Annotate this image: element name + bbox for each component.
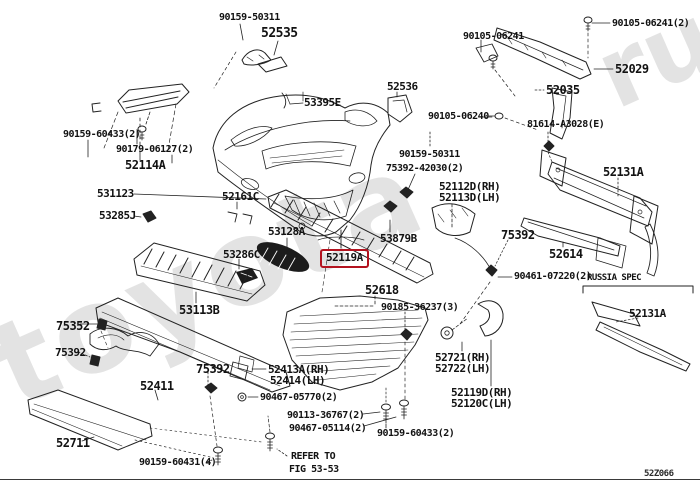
part-label-90461-07220[interactable]: 90461-07220(2) xyxy=(514,271,592,282)
side-support-52112d-drawing xyxy=(383,131,492,271)
part-label-52413a[interactable]: 52413A(RH) xyxy=(268,363,330,376)
bumper-cover-drawing xyxy=(212,91,391,237)
part-label-52618[interactable]: 52618 xyxy=(365,283,399,297)
part-label-53879b[interactable]: 53879B xyxy=(380,232,417,245)
under-cover-52618-drawing xyxy=(282,239,429,401)
part-label-75352[interactable]: 75352 xyxy=(56,319,90,333)
headlamp-support-drawing xyxy=(475,16,614,140)
part-label-52113d[interactable]: 52113D(LH) xyxy=(439,191,501,204)
part-label-52722[interactable]: 52722(LH) xyxy=(435,362,491,375)
valance-52411-drawing xyxy=(89,297,291,402)
retainer-52535-drawing xyxy=(213,23,288,89)
part-label-52114a[interactable]: 52114A xyxy=(125,158,166,172)
part-label-52120c[interactable]: 52120C(LH) xyxy=(451,397,513,410)
part-label-531123[interactable]: 531123 xyxy=(97,187,134,200)
part-label-90159-50311-top[interactable]: 90159-50311 xyxy=(219,12,280,23)
part-label-52131a-russia[interactable]: 52131A xyxy=(629,307,666,320)
grille-53113b-drawing xyxy=(133,242,266,304)
part-label-53113b[interactable]: 53113B xyxy=(179,303,220,317)
part-label-90467-05770[interactable]: 90467-05770(2) xyxy=(260,392,338,403)
part-label-52131a-main[interactable]: 52131A xyxy=(603,165,644,179)
part-label-russia-spec[interactable]: RUSSIA SPEC xyxy=(587,273,642,283)
part-label-90105-06241-2[interactable]: 90105-06241(2) xyxy=(612,18,690,29)
part-label-52711[interactable]: 52711 xyxy=(56,436,90,450)
seal-53395e-drawing xyxy=(281,92,304,109)
russia-spec-section-drawing xyxy=(582,285,694,372)
part-label-90105-06240[interactable]: 90105-06240 xyxy=(428,111,489,122)
bracket-52536-drawing xyxy=(387,91,413,123)
absorber-52614-drawing xyxy=(459,217,627,325)
part-label-90159-60433-bc[interactable]: 90159-60433(2) xyxy=(377,428,455,439)
fog-cover-52721-drawing xyxy=(440,300,504,387)
part-label-75392-42030[interactable]: 75392-42030(2) xyxy=(386,163,464,174)
reinforcement-52131a-drawing xyxy=(539,149,659,277)
part-label-90467-05114[interactable]: 90467-05114(2) xyxy=(289,423,367,434)
part-label-52112d[interactable]: 52112D(RH) xyxy=(439,180,501,193)
part-label-90113-36767[interactable]: 90113-36767(2) xyxy=(287,410,365,421)
spoiler-52711-drawing xyxy=(27,389,263,458)
part-label-52535[interactable]: 52535 xyxy=(261,26,298,41)
grille-531123-drawing xyxy=(133,189,434,284)
part-label-90159-50311-mid[interactable]: 90159-50311 xyxy=(399,149,460,160)
part-label-53285j[interactable]: 53285J xyxy=(99,209,136,222)
part-label-52035[interactable]: 52035 xyxy=(546,83,580,97)
clip-81614-drawing xyxy=(543,131,555,163)
part-label-code: 52Z066 xyxy=(644,469,674,479)
highlight-leader-52119a xyxy=(317,229,365,249)
part-label-52119d[interactable]: 52119D(RH) xyxy=(451,386,513,399)
upper-bar-52114a-drawing xyxy=(87,83,190,164)
part-label-53286c[interactable]: 53286C xyxy=(223,248,260,261)
part-label-52414[interactable]: 52414(LH) xyxy=(270,374,326,387)
part-label-90179-06127[interactable]: 90179-06127(2) xyxy=(116,144,194,155)
left-clips-drawing xyxy=(77,318,218,447)
part-label-fig-53-53[interactable]: FIG 53-53 xyxy=(289,464,339,475)
part-label-53128a[interactable]: 53128A xyxy=(268,225,305,238)
part-label-75392-mid[interactable]: 75392 xyxy=(196,362,230,376)
part-label-refer-to[interactable]: REFER TO xyxy=(291,451,336,462)
part-label-81614-a3028[interactable]: 81614-A3028(E) xyxy=(527,119,605,130)
part-label-52614[interactable]: 52614 xyxy=(549,247,583,261)
clips-52161c-53285j-drawing xyxy=(133,201,253,225)
part-label-75392-right[interactable]: 75392 xyxy=(501,228,535,242)
part-label-52161c[interactable]: 52161C xyxy=(222,190,259,203)
part-label-75392-left[interactable]: 75392 xyxy=(55,346,86,359)
part-label-90159-60433-tl[interactable]: 90159-60433(2) xyxy=(63,129,141,140)
part-label-52029[interactable]: 52029 xyxy=(615,62,649,76)
part-label-53395e[interactable]: 53395E xyxy=(304,96,341,109)
part-label-52721[interactable]: 52721(RH) xyxy=(435,351,491,364)
part-label-52536[interactable]: 52536 xyxy=(387,80,418,93)
part-label-90159-60431[interactable]: 90159-60431(4) xyxy=(139,457,217,468)
part-label-52119a[interactable]: 52119A xyxy=(320,249,369,268)
part-label-90185-36237[interactable]: 90185-36237(3) xyxy=(381,302,459,313)
bottom-bolts-drawing xyxy=(206,387,409,466)
part-label-52411[interactable]: 52411 xyxy=(140,379,174,393)
part-label-90105-06241[interactable]: 90105-06241 xyxy=(463,31,524,42)
